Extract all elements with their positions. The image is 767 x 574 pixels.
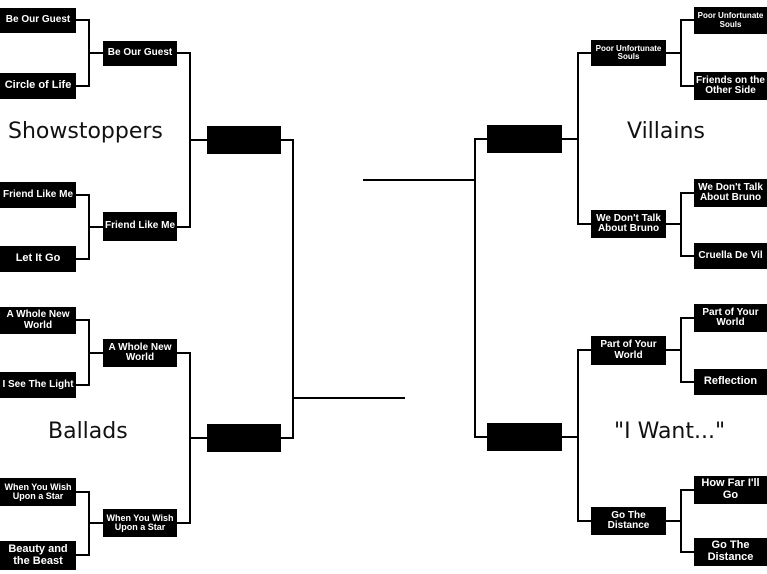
matchup-slot[interactable]: Friend Like Me <box>103 212 177 241</box>
matchup-slot[interactable]: We Don't Talk About Bruno <box>591 210 666 238</box>
matchup-slot[interactable] <box>207 424 281 452</box>
matchup-slot[interactable]: Poor Unfortunate Souls <box>694 7 767 34</box>
matchup-slot[interactable]: When You Wish Upon a Star <box>103 509 177 537</box>
matchup-slot[interactable]: Circle of Life <box>0 73 76 99</box>
matchup-slot[interactable]: Part of Your World <box>591 336 666 365</box>
matchup-slot[interactable]: Poor Unfortunate Souls <box>591 40 666 66</box>
matchup-slot[interactable]: Beauty and the Beast <box>0 541 76 570</box>
region-label-villains: Villains <box>627 119 705 144</box>
region-label-ballads: Ballads <box>48 419 128 444</box>
matchup-slot[interactable]: We Don't Talk About Bruno <box>694 179 767 207</box>
matchup-slot[interactable]: Reflection <box>694 369 767 395</box>
matchup-slot[interactable]: How Far I'll Go <box>694 476 767 504</box>
matchup-slot[interactable]: Go The Distance <box>694 538 767 566</box>
matchup-slot[interactable]: A Whole New World <box>0 307 76 334</box>
matchup-slot[interactable] <box>487 125 562 153</box>
matchup-slot[interactable] <box>207 126 281 154</box>
matchup-slot[interactable]: When You Wish Upon a Star <box>0 478 76 506</box>
matchup-slot[interactable]: Go The Distance <box>591 507 666 535</box>
matchup-slot[interactable]: Part of Your World <box>694 304 767 332</box>
matchup-slot[interactable]: A Whole New World <box>103 339 177 367</box>
matchup-slot[interactable]: Be Our Guest <box>0 8 76 33</box>
matchup-slot[interactable]: Let It Go <box>0 246 76 272</box>
matchup-slot[interactable]: I See The Light <box>0 372 76 398</box>
matchup-slot[interactable]: Be Our Guest <box>103 41 177 66</box>
matchup-slot[interactable] <box>487 423 562 451</box>
region-label-i-want: "I Want..." <box>614 419 726 444</box>
matchup-slot[interactable]: Friend Like Me <box>0 182 76 208</box>
region-label-showstoppers: Showstoppers <box>8 119 163 144</box>
matchup-slot[interactable]: Cruella De Vil <box>694 243 767 269</box>
matchup-slot[interactable]: Friends on the Other Side <box>694 72 767 100</box>
